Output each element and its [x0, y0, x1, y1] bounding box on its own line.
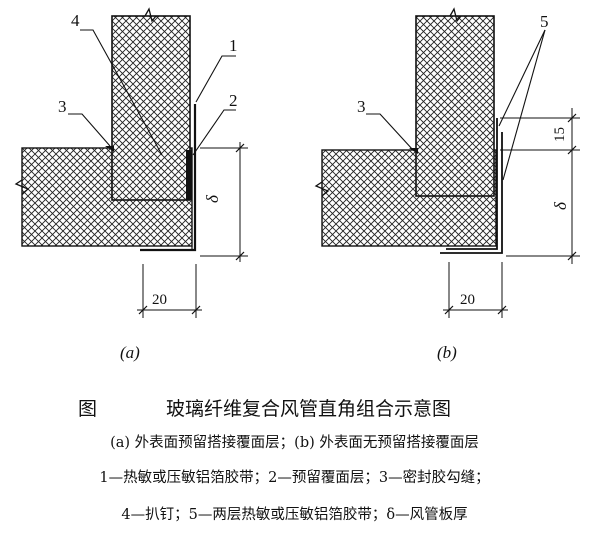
panel-b-foil-tape-inner — [446, 118, 498, 250]
panel-a-facing-layer — [186, 150, 192, 200]
panel-b-dimension-offset: 15 — [552, 127, 568, 142]
figure-title: 玻璃纤维复合风管直角组合示意图 — [166, 398, 452, 420]
panel-a-dimension-thickness: δ — [203, 194, 222, 203]
panel-b-leader-3 — [366, 113, 414, 151]
panel-a-sublabel: (a) — [120, 343, 140, 362]
panel-a-callout-1: 1 — [229, 36, 238, 55]
panel-a-break-mark-left — [14, 179, 30, 195]
panel-b: 3 5 15 δ 20 (b) — [314, 7, 580, 362]
panel-b-leader-5a — [498, 29, 546, 127]
panel-b-foil-tape-outer — [440, 132, 503, 254]
panel-b-dimension-thickness: δ — [551, 201, 570, 210]
panel-a-leader-2 — [192, 109, 236, 156]
panel-a: 4 3 1 2 20 δ (a) — [14, 7, 248, 362]
panel-b-break-mark-top — [449, 7, 462, 23]
panel-a-leader-4 — [80, 29, 163, 156]
legend-line-3: 4—扒钉；5—两层热敏或压敏铝箔胶带；δ—风管板厚 — [121, 507, 468, 523]
panel-b-sublabel: (b) — [437, 343, 457, 362]
panel-a-dimension-width: 20 — [152, 292, 167, 308]
panel-a-break-mark-top — [144, 7, 157, 23]
panel-b-vertical-board — [415, 15, 495, 197]
panel-a-callout-4: 4 — [71, 11, 80, 30]
duct-corner-diagram: 4 3 1 2 20 δ (a) — [14, 7, 580, 362]
panel-a-vertical-board — [111, 15, 191, 201]
panel-b-break-mark-left — [314, 181, 330, 197]
panel-b-callout-5: 5 — [540, 12, 549, 31]
panel-b-sealant-bead — [409, 148, 418, 154]
panel-a-leader-3 — [68, 113, 111, 147]
panel-b-leader-5b — [502, 29, 546, 181]
figure-label: 图 — [78, 398, 98, 420]
legend-line-1: (a) 外表面预留搭接覆面层；(b) 外表面无预留搭接覆面层 — [110, 435, 479, 451]
panel-a-sealant-bead — [105, 146, 114, 152]
panel-a-callout-3: 3 — [58, 97, 67, 116]
panel-b-dimension-width: 20 — [460, 292, 475, 308]
legend-line-2: 1—热敏或压敏铝箔胶带；2—预留覆面层；3—密封胶勾缝； — [99, 470, 490, 486]
panel-b-callout-3: 3 — [357, 97, 366, 116]
panel-a-callout-2: 2 — [229, 91, 238, 110]
panel-a-leader-1 — [195, 55, 236, 103]
